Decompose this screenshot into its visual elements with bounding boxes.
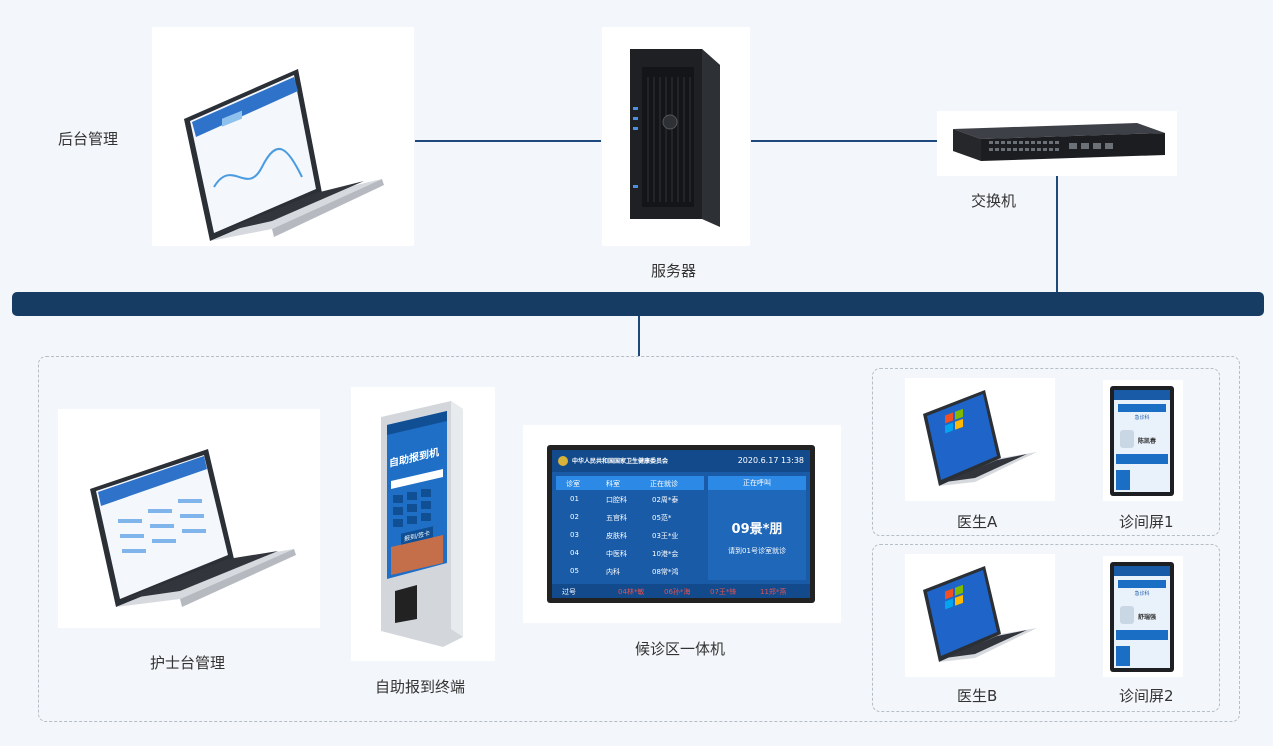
- clinic-table: 诊室 科室 正在就诊 01 口腔科 02周*泰 02 五官科 05范* 03 皮…: [556, 476, 704, 580]
- row-room: 05: [570, 567, 579, 575]
- calling-panel: 正在呼叫 09景*朋 请到01号诊室就诊: [708, 476, 806, 580]
- switch-card: [937, 111, 1177, 176]
- backend-card: [152, 27, 414, 246]
- display-header: 中华人民共和国国家卫生健康委员会 2020.6.17 13:38: [552, 450, 810, 472]
- laptop-icon: [923, 390, 1037, 486]
- passed-item: 11郑*燕: [760, 588, 787, 596]
- network-switch-icon: [953, 123, 1165, 161]
- emblem-icon: [558, 456, 568, 466]
- room-screen-2: 急诊科 舒瑞强: [1110, 562, 1174, 672]
- table-row: 02 五官科 05范*: [556, 510, 704, 526]
- table-row: 01 口腔科 02周*泰: [556, 492, 704, 508]
- display-datetime: 2020.6.17 13:38: [737, 456, 804, 465]
- calling-message: 请到01号诊室就诊: [728, 547, 786, 555]
- doctor-avatar-icon: [1120, 606, 1134, 624]
- doctor-avatar-icon: [1120, 430, 1134, 448]
- row-dept: 中医科: [606, 550, 627, 558]
- passed-item: 07王*锋: [710, 588, 737, 596]
- switch-label: 交换机: [971, 192, 1017, 210]
- kiosk-icon: [381, 401, 463, 647]
- screen-2-label: 诊间屏2: [1119, 687, 1174, 705]
- nurse-card: [58, 409, 320, 628]
- network-bus: [12, 292, 1264, 316]
- row-dept: 内科: [606, 568, 620, 576]
- doctor-a-group: [872, 368, 1220, 536]
- doctor-b-card: [905, 554, 1055, 677]
- laptop-icon: [184, 69, 384, 241]
- header-dept: 科室: [606, 480, 620, 488]
- row-dept: 五官科: [606, 514, 627, 522]
- link-bus-clinic: [638, 316, 640, 356]
- passed-item: 06孙*海: [664, 588, 691, 596]
- table-row: 03 皮肤科 03王*业: [556, 528, 704, 544]
- kiosk-card: 自助报到机 报到/签卡: [351, 387, 495, 661]
- display-org: 中华人民共和国国家卫生健康委员会: [572, 458, 669, 465]
- row-room: 03: [570, 531, 579, 539]
- kiosk-label: 自助报到终端: [375, 678, 466, 696]
- screen-1-label: 诊间屏1: [1119, 513, 1174, 531]
- passed-bar: 过号 04林*敏 06孙*海 07王*锋 11郑*燕: [552, 584, 810, 598]
- laptop-icon: [923, 566, 1037, 662]
- row-dept: 皮肤科: [606, 532, 627, 540]
- row-patient: 02周*泰: [652, 496, 679, 504]
- room-screen-2-doctor: 舒瑞强: [1138, 614, 1157, 621]
- room-screen-2-dept: 急诊科: [1134, 591, 1150, 597]
- row-patient: 10港*会: [652, 550, 679, 558]
- table-row: 05 内科 08常*鸿: [556, 564, 704, 580]
- room-screen-1-doctor: 陈凯春: [1138, 438, 1157, 445]
- room-screen-1-dept: 急诊科: [1134, 415, 1150, 421]
- link-server-switch: [751, 140, 937, 142]
- table-row: 04 中医科 10港*会: [556, 546, 704, 562]
- row-patient: 08常*鸿: [652, 568, 679, 576]
- laptop-icon: [90, 449, 296, 607]
- server-label: 服务器: [651, 262, 697, 280]
- table-header: 诊室 科室 正在就诊: [556, 476, 704, 490]
- link-backend-server: [415, 140, 601, 142]
- row-patient: 03王*业: [652, 532, 679, 540]
- room-screen-1: 急诊科 陈凯春: [1110, 386, 1174, 496]
- clinic-area-group: [38, 356, 1240, 722]
- calling-name: 09景*朋: [731, 522, 783, 537]
- server-card: [602, 27, 750, 246]
- row-dept: 口腔科: [606, 496, 627, 504]
- header-current: 正在就诊: [650, 480, 678, 488]
- calling-header: 正在呼叫: [708, 476, 806, 490]
- header-room: 诊室: [566, 480, 580, 488]
- row-room: 02: [570, 513, 579, 521]
- waiting-display-monitor: 中华人民共和国国家卫生健康委员会 2020.6.17 13:38 诊室 科室 正…: [547, 445, 815, 603]
- row-room: 01: [570, 495, 579, 503]
- server-icon: [630, 49, 720, 227]
- doctor-b-label: 医生B: [957, 687, 998, 705]
- waiting-label: 候诊区一体机: [635, 640, 726, 658]
- doctor-b-group: [872, 544, 1220, 712]
- doctor-a-card: [905, 378, 1055, 501]
- backend-label: 后台管理: [58, 130, 119, 148]
- nurse-label: 护士台管理: [150, 654, 226, 672]
- link-switch-bus: [1056, 176, 1058, 294]
- row-room: 04: [570, 549, 579, 557]
- passed-label: 过号: [562, 588, 576, 596]
- doctor-a-label: 医生A: [957, 513, 998, 531]
- row-patient: 05范*: [652, 514, 672, 522]
- passed-item: 04林*敏: [618, 588, 645, 596]
